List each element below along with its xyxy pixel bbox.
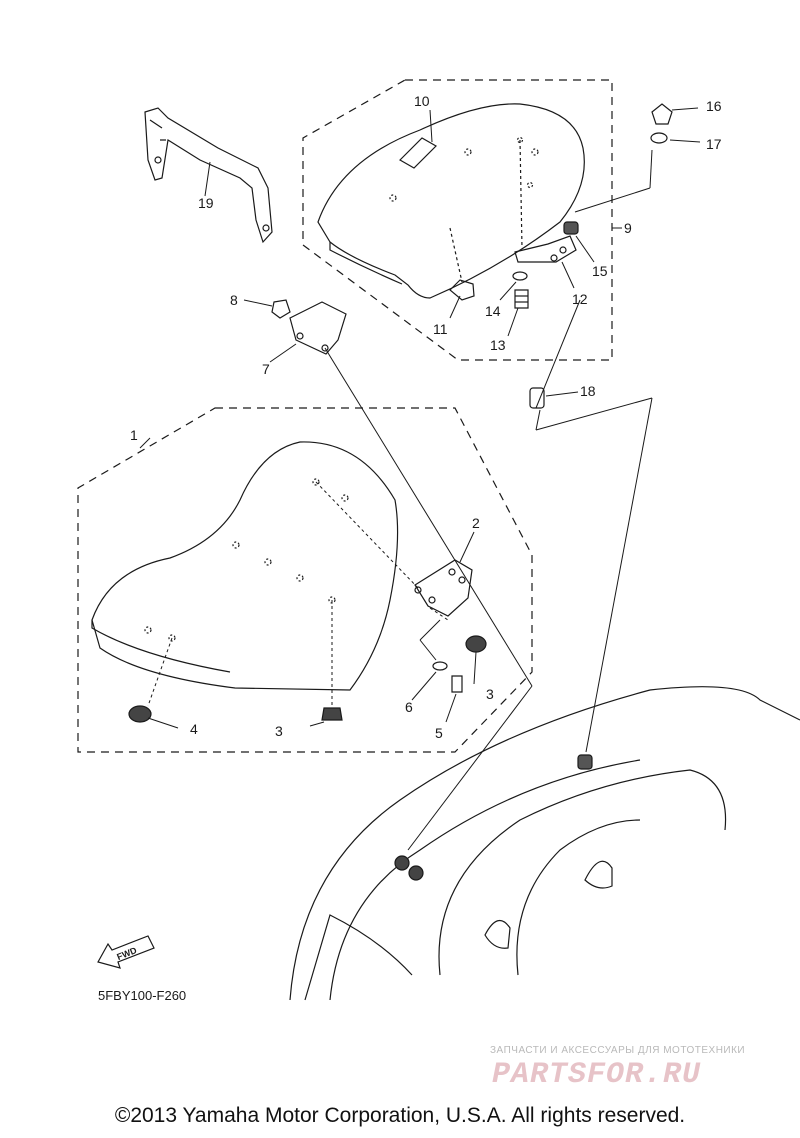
grommet-part-3-right — [465, 635, 487, 653]
callout-8: 8 — [230, 292, 238, 308]
callout-11: 11 — [433, 321, 448, 337]
washer-part-17 — [650, 132, 668, 144]
watermark-logo: PARTSFOR.RU — [492, 1058, 702, 1092]
callout-19: 19 — [198, 195, 214, 211]
callout-5: 5 — [435, 725, 443, 741]
bracket-part-12 — [514, 235, 577, 263]
installation-lines — [147, 299, 653, 851]
washer-part-6 — [432, 661, 448, 671]
callout-6: 6 — [405, 699, 413, 715]
callout-15: 15 — [592, 263, 608, 279]
callout-2: 2 — [472, 515, 480, 531]
damper-part-15 — [563, 221, 579, 235]
rider-seat-part — [91, 441, 399, 691]
callout-16: 16 — [706, 98, 722, 114]
callout-13: 13 — [490, 337, 506, 353]
seat-clip-part — [449, 279, 475, 301]
screw-part-5 — [451, 675, 463, 693]
passenger-seat-part — [317, 103, 585, 299]
grommet-part-3-bottom — [321, 707, 343, 721]
callout-9: 9 — [624, 220, 632, 236]
callout-labels: 1 2 3 3 4 5 6 7 8 9 10 11 12 13 14 15 16… — [115, 93, 721, 962]
callout-1: 1 — [130, 427, 138, 443]
nut-part-16 — [651, 103, 673, 125]
diagram-code: 5FBY100-F260 — [98, 988, 187, 1003]
bolt-part-13 — [514, 289, 529, 309]
seat-bracket-part-2 — [414, 559, 473, 617]
callout-4: 4 — [190, 721, 198, 737]
callout-7: 7 — [262, 361, 270, 377]
collar-part-18 — [529, 387, 545, 409]
damper-part-4 — [128, 705, 152, 723]
fender-nut-left — [394, 855, 410, 871]
passenger-seat-assembly-boundary — [302, 79, 613, 361]
washer-part-14 — [512, 271, 528, 281]
bolt-part-8 — [271, 299, 291, 319]
callout-12: 12 — [572, 291, 588, 307]
grab-bar-part — [144, 107, 273, 244]
fender-bolt — [577, 754, 593, 770]
callout-14: 14 — [485, 303, 501, 319]
fwd-arrow-icon — [97, 935, 155, 969]
watermark-caption: ЗАПЧАСТИ И АКСЕССУАРЫ ДЛЯ МОТОТЕХНИКИ — [490, 1045, 746, 1056]
callout-10: 10 — [414, 93, 430, 109]
copyright-notice: ©2013 Yamaha Motor Corporation, U.S.A. A… — [114, 1104, 686, 1127]
fender-nut-right — [408, 865, 424, 881]
rear-fender-outline — [289, 686, 800, 1001]
callout-18: 18 — [580, 383, 596, 399]
callout-3-bottom: 3 — [275, 723, 283, 739]
callout-3-right: 3 — [486, 686, 494, 702]
callout-17: 17 — [706, 136, 722, 152]
rider-seat-assembly-boundary — [77, 407, 533, 753]
leader-lines — [139, 107, 701, 729]
bracket-part-7 — [289, 301, 347, 355]
